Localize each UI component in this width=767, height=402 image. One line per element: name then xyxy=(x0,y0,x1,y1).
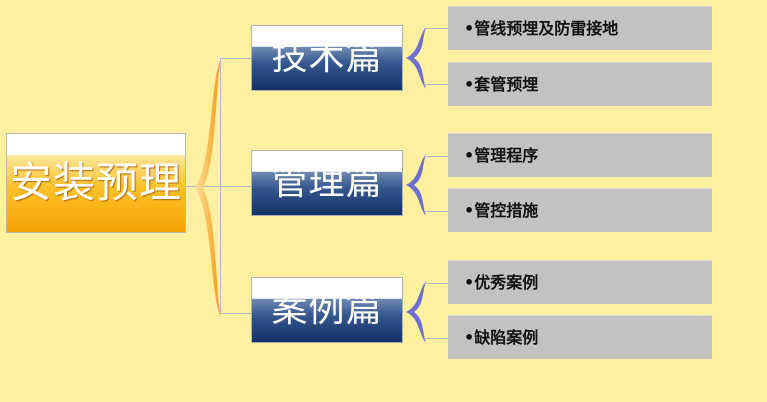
leaf-item: •缺陷案例 xyxy=(448,315,712,359)
root-node: 安装预理 xyxy=(6,133,186,233)
leaf-connector xyxy=(424,84,448,85)
leaf-label: •优秀案例 xyxy=(464,273,539,292)
category-label: 管理篇 xyxy=(271,162,383,203)
leaf-item: •管线预埋及防雷接地 xyxy=(448,6,712,50)
category-label: 技术篇 xyxy=(271,37,383,78)
branch-line-1 xyxy=(220,58,251,59)
leaf-connector xyxy=(424,211,448,212)
branch-line-3 xyxy=(220,313,251,314)
leaf-connector xyxy=(424,283,448,284)
leaf-label: •缺陷案例 xyxy=(464,328,539,347)
leaf-item: •管理程序 xyxy=(448,133,712,177)
blue-brace-icon xyxy=(406,27,426,89)
leaf-item: •优秀案例 xyxy=(448,260,712,304)
branch-line-2 xyxy=(220,186,251,187)
category-box-management: 管理篇 xyxy=(251,150,403,216)
leaf-label: •管控措施 xyxy=(464,201,539,220)
blue-brace-icon xyxy=(406,154,426,216)
leaf-label: •套管预埋 xyxy=(464,75,539,94)
leaf-label: •管理程序 xyxy=(464,146,539,165)
leaf-item: •管控措施 xyxy=(448,188,712,232)
root-label: 安装预理 xyxy=(9,158,182,207)
leaf-item: •套管预埋 xyxy=(448,62,712,106)
category-box-tech: 技术篇 xyxy=(251,25,403,91)
leaf-connector xyxy=(424,156,448,157)
category-label: 案例篇 xyxy=(271,289,383,330)
orange-brace-icon xyxy=(195,58,221,318)
leaf-connector xyxy=(424,28,448,29)
leaf-connector xyxy=(424,338,448,339)
blue-brace-icon xyxy=(406,281,426,343)
leaf-label: •管线预埋及防雷接地 xyxy=(464,19,619,38)
category-box-cases: 案例篇 xyxy=(251,277,403,343)
